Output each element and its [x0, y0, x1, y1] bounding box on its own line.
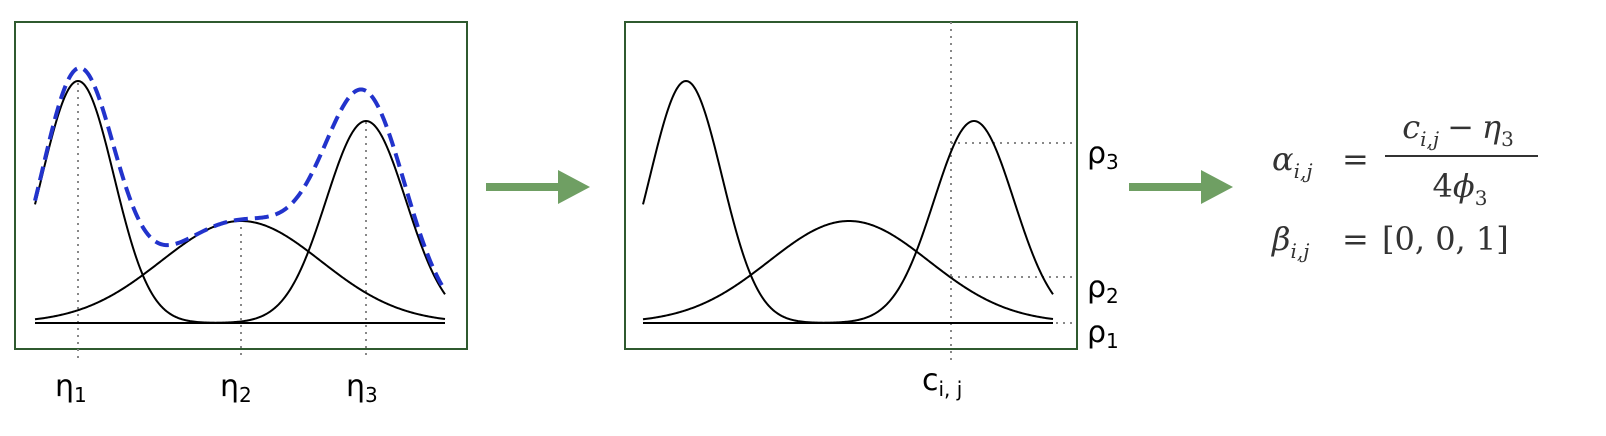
c-label: ci, j	[922, 363, 962, 401]
rho2-label: ρ2	[1087, 270, 1119, 308]
rho1-label: ρ1	[1087, 315, 1119, 353]
equations: αi,j = ci,j−η3 4ϕ3 βi,j = [0, 0, 1]	[1271, 108, 1538, 263]
left-gridlines	[77, 83, 367, 358]
middle-gridlines	[950, 22, 1077, 360]
arrow-right-1	[486, 170, 590, 204]
left-gaussian-3	[35, 119, 446, 324]
alpha-lhs: αi,j	[1272, 140, 1313, 183]
alpha-denominator: 4ϕ3	[1433, 167, 1488, 210]
middle-gaussian-3	[643, 119, 1054, 324]
left-mixture-curve	[33, 65, 447, 292]
middle-panel: ci, j ρ3 ρ2 ρ1	[624, 21, 1119, 401]
middle-panel-frame	[624, 21, 1078, 350]
alpha-numerator: ci,j−η3	[1402, 108, 1514, 151]
middle-curves	[642, 79, 1054, 324]
eta1-label: η1	[55, 369, 87, 407]
beta-lhs: βi,j	[1271, 220, 1309, 263]
arrow-2-head	[1201, 170, 1233, 204]
alpha-equals: =	[1342, 140, 1369, 178]
eta3-label: η3	[346, 369, 378, 407]
beta-rhs: [0, 0, 1]	[1382, 220, 1509, 258]
beta-equation: βi,j = [0, 0, 1]	[1271, 220, 1509, 263]
arrow-right-2	[1129, 170, 1233, 204]
arrow-1-head	[558, 170, 590, 204]
rho3-label: ρ3	[1087, 136, 1119, 174]
middle-gaussian-2	[642, 219, 1054, 321]
beta-equals: =	[1342, 220, 1369, 258]
left-curves	[33, 65, 447, 324]
middle-gaussian-1	[642, 79, 1053, 324]
left-gaussian-1	[34, 79, 445, 324]
left-panel: η1 η2 η3	[14, 21, 468, 407]
eta2-label: η2	[220, 369, 252, 407]
alpha-equation: αi,j = ci,j−η3 4ϕ3	[1272, 108, 1538, 210]
left-panel-frame	[14, 21, 468, 350]
